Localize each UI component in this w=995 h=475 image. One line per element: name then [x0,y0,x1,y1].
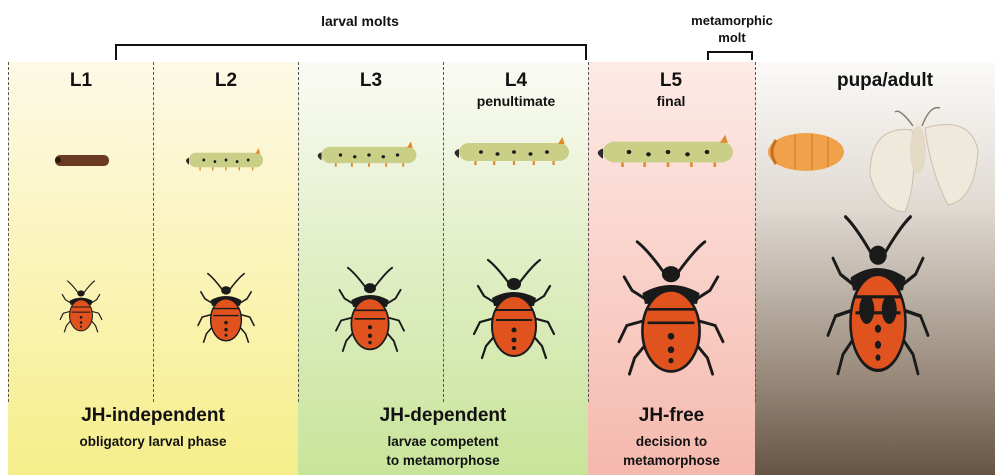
bug-l3 [336,268,404,351]
caterpillar-l1 [55,155,109,166]
phase-title-jh-dependent: JH-dependent [298,405,588,427]
phase-desc-jh-dependent-1: larvae competent [298,433,588,450]
phase-desc-jh-independent: obligatory larval phase [8,433,298,450]
bug-l2 [198,274,254,343]
caterpillar-l4 [455,137,569,165]
caterpillar-l5 [598,135,733,167]
caterpillar-l3 [318,142,417,167]
bug-l4 [474,260,554,358]
moth [870,108,978,212]
caterpillar-l2 [186,148,263,170]
phase-title-jh-independent: JH-independent [8,405,298,427]
adult-bug [828,217,928,374]
phase-desc-jh-free-1: decision to [588,433,755,450]
phase-desc-jh-dependent-2: to metamorphose [298,452,588,469]
phase-title-jh-free: JH-free [588,405,755,427]
pupa [768,133,844,171]
bug-l1 [60,281,102,332]
insect-illustrations [0,0,995,400]
bug-l5 [619,242,723,374]
phase-desc-jh-free-2: metamorphose [588,452,755,469]
